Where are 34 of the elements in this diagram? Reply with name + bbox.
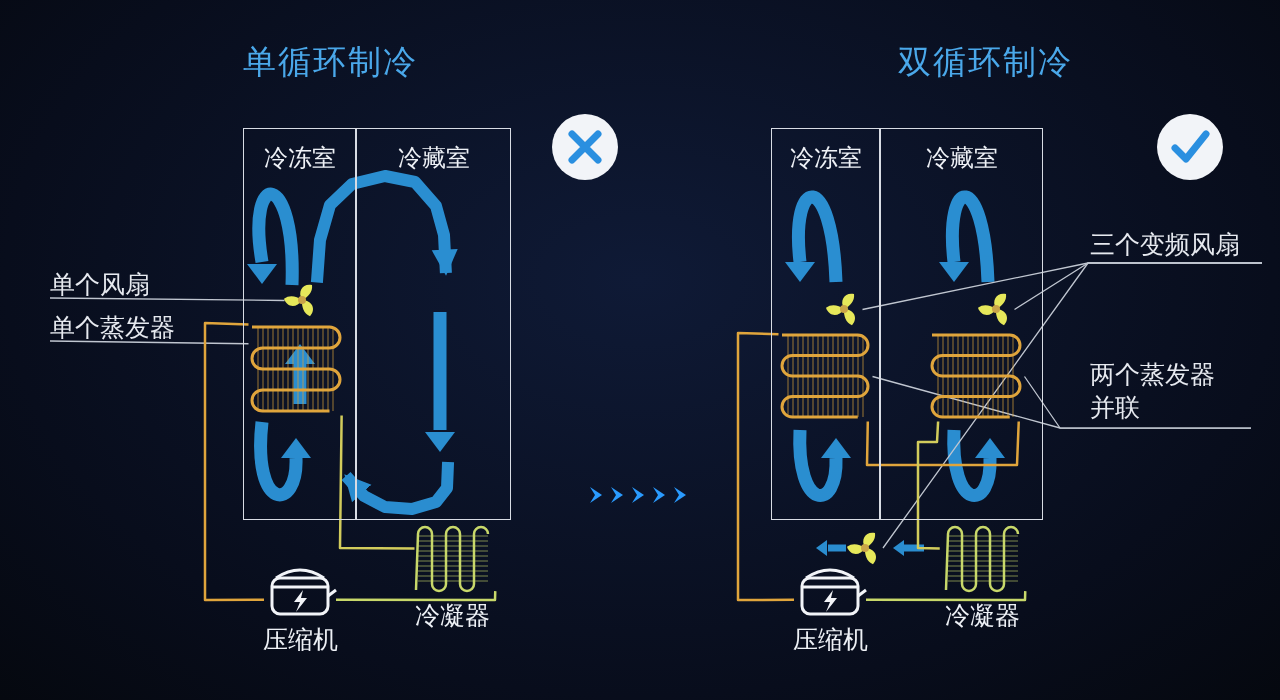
airflow-arrow — [310, 170, 458, 283]
leader-line — [1023, 375, 1252, 429]
leader-line — [49, 340, 250, 345]
refrigerant-pipe — [866, 591, 1027, 602]
callout-label: 单个风扇 — [50, 268, 210, 298]
callout-label: 两个蒸发器并联 — [1090, 358, 1230, 426]
panel-title: 单循环制冷 — [242, 42, 418, 82]
compartment-label: 冷冻室 — [789, 143, 862, 173]
panel-title: 双循环制冷 — [897, 42, 1073, 82]
compartment-label: 冷冻室 — [263, 143, 336, 173]
callout-label: 三个变频风扇 — [1090, 228, 1262, 262]
refrigerant-pipe — [736, 331, 794, 602]
component-label: 压缩机 — [792, 624, 868, 656]
compartment-label: 冷藏室 — [397, 143, 470, 173]
evaporator-coil-drawing — [778, 331, 872, 421]
component-label: 冷凝器 — [415, 600, 490, 632]
refrigerant-pipe — [338, 415, 415, 550]
refrigerant-pipe — [865, 421, 1020, 467]
compartment-label: 冷藏室 — [925, 143, 998, 173]
evaporator-coil-drawing — [928, 331, 1024, 421]
airflow-arrow — [341, 461, 455, 515]
refrigerant-pipe — [916, 421, 940, 550]
callout-label: 单个蒸发器 — [50, 311, 220, 341]
refrigerant-pipe — [203, 321, 264, 602]
refrigerant-pipe — [336, 591, 497, 602]
compartment-box — [771, 128, 880, 520]
leader-line — [882, 262, 1263, 549]
compartment-box — [356, 128, 511, 520]
leader-line — [49, 297, 286, 302]
compartment-box — [243, 128, 356, 520]
component-label: 压缩机 — [262, 624, 338, 656]
evaporator-coil-drawing — [248, 323, 344, 415]
compartment-box — [880, 128, 1043, 520]
component-label: 冷凝器 — [945, 600, 1020, 632]
